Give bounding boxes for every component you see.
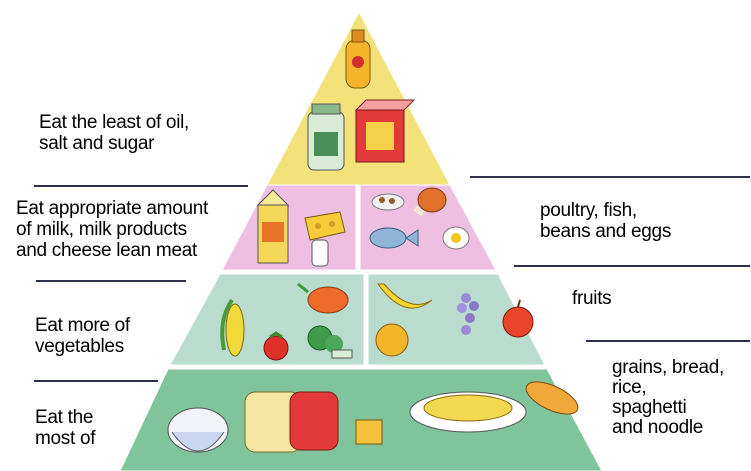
base-tier-right-label: grains, bread, rice, spaghetti and noodl… — [612, 358, 724, 438]
divider-right-1 — [470, 176, 750, 178]
divider-left-1 — [34, 185, 248, 187]
jar-icon — [308, 104, 344, 170]
orange-icon — [376, 324, 408, 356]
third-tier-right-label: fruits — [572, 288, 611, 309]
divider-left-2 — [36, 280, 186, 282]
bean-plate-icon — [372, 194, 404, 210]
egg-icon — [443, 227, 469, 249]
divider-right-3 — [586, 340, 750, 342]
divider-left-3 — [34, 380, 158, 382]
third-tier-left-label: Eat more of vegetables — [35, 315, 130, 357]
milk-bottle-icon — [312, 240, 328, 266]
second-tier-left-label: Eat appropriate amount of milk, milk pro… — [16, 198, 208, 261]
second-tier-right-label: poultry, fish, beans and eggs — [540, 200, 671, 242]
cracker-icon — [356, 420, 382, 444]
bread-icon — [245, 392, 338, 452]
top-tier-label: Eat the least of oil, salt and sugar — [39, 112, 189, 154]
spaghetti-icon — [410, 392, 526, 432]
milk-carton-icon — [258, 190, 288, 263]
base-tier-left-label: Eat the most of — [35, 407, 95, 449]
divider-right-2 — [514, 265, 750, 267]
rice-bowl-icon — [168, 408, 228, 452]
